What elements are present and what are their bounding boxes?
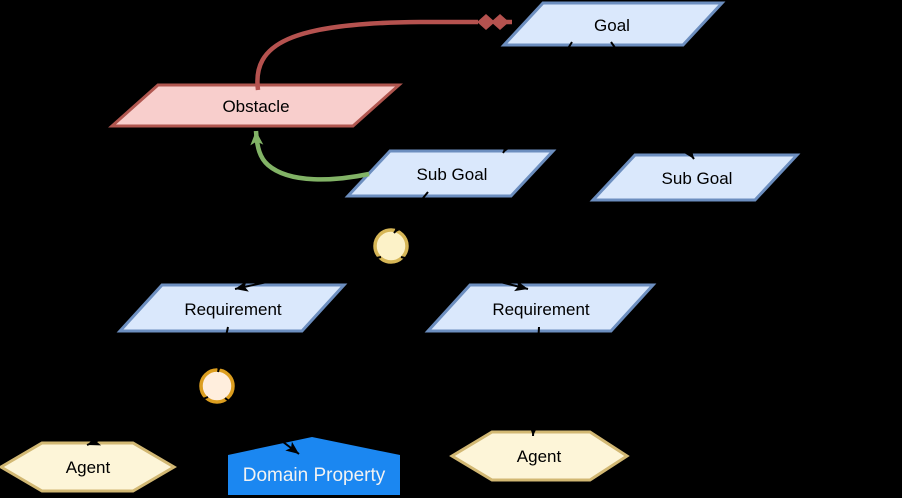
goal-label: Goal [594,16,630,35]
requirement-right-label: Requirement [492,300,590,319]
refinement-edge-circle-to-requirement-left [234,256,382,292]
subgoal-right-shape[interactable] [589,153,801,202]
subgoal-right-label: Sub Goal [662,169,733,188]
domain-property-label: Domain Property [243,465,386,486]
subgoal-left-node[interactable]: Sub Goal [344,149,557,198]
refinement-edge-goal-to-subgoal-right [610,41,695,160]
obstacle-shape[interactable] [108,83,403,128]
assignment-edge-circle-to-domain-property [224,397,300,455]
refinement-circle-upper[interactable] [373,228,409,264]
refinement-edge-circle-to-requirement-right [400,256,529,292]
agent-right-node[interactable]: Agent [449,430,630,482]
assignment-edge-requirement-right-to-agent-right [528,326,540,437]
obstruction-edge-line[interactable] [255,19,478,91]
subgoal-left-label: Sub Goal [417,165,488,184]
assignment-edge-circle-to-agent-left [86,396,209,446]
obstacle-label: Obstacle [222,97,289,116]
obstacle-node[interactable]: Obstacle [108,83,403,128]
refinement-edge-subgoal-left-to-circle [393,191,429,234]
agent-left-node[interactable]: Agent [0,441,177,493]
agent-left-label: Agent [66,458,111,477]
agent-right-label: Agent [517,447,562,466]
refinement-edge-requirement-left-to-circle [215,326,229,373]
agent-right-shape[interactable] [449,430,630,482]
requirement-right-node[interactable]: Requirement [424,283,657,333]
goal-node[interactable]: Goal [500,1,726,47]
refinement-edge-goal-to-subgoal-left [502,41,573,154]
agent-left-shape[interactable] [0,441,177,493]
domain-property-shape[interactable] [228,437,400,495]
requirement-left-label: Requirement [184,300,282,319]
obstruction-diamond-icon [491,14,509,30]
domain-property-node[interactable]: Domain Property [228,437,400,495]
goal-shape[interactable] [500,1,726,47]
requirement-right-shape[interactable] [424,283,657,333]
obstruction-edge[interactable] [255,14,512,91]
resolution-edge[interactable] [250,130,370,182]
subgoal-left-shape[interactable] [344,149,557,198]
subgoal-right-node[interactable]: Sub Goal [589,153,801,202]
obstruction-diamond-icon [477,14,495,30]
requirement-left-shape[interactable] [116,283,348,333]
requirement-left-node[interactable]: Requirement [116,283,348,333]
